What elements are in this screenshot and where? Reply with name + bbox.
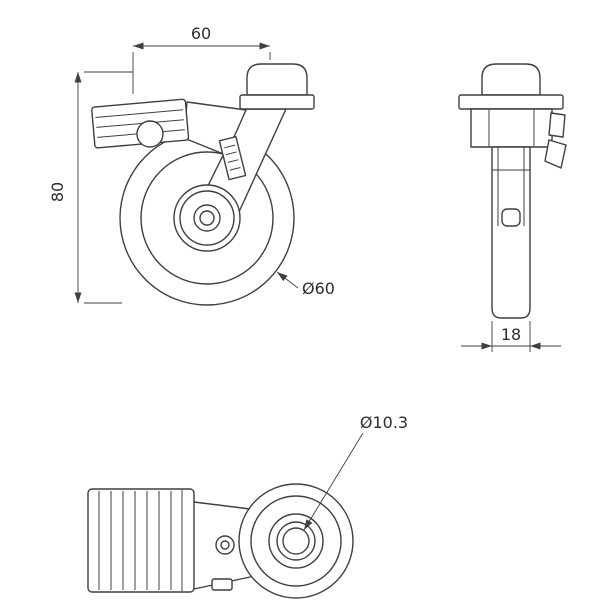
axle-hole-circle — [193, 204, 221, 232]
brake-pivot — [136, 120, 164, 148]
hub-inner-circle — [179, 190, 235, 246]
brake-lever-tab-upper — [548, 112, 566, 138]
bottom-brake-pedal — [87, 488, 195, 593]
side-fork-legs — [492, 147, 530, 226]
brake-lever-tab-lower — [544, 139, 567, 169]
swivel-ring-outer — [238, 483, 354, 599]
swivel-dome-cap — [246, 63, 308, 96]
brake-pedal — [91, 98, 190, 149]
swivel-flange — [239, 94, 315, 110]
dim-bolt-hole-label: Ø10.3 — [360, 413, 408, 432]
bottom-view — [87, 483, 354, 599]
dimension-top-width: 60 — [132, 24, 271, 94]
side-dome-cap — [481, 63, 541, 96]
side-wheel — [491, 146, 531, 319]
dimension-bolt-hole: Ø10.3 — [303, 413, 408, 531]
swivel-ring-4 — [276, 521, 316, 561]
side-view — [458, 63, 567, 319]
swivel-ring-3 — [268, 513, 324, 569]
label-sticker — [218, 135, 247, 181]
bottom-body-tab — [211, 578, 233, 591]
pedal-ribs — [98, 490, 183, 591]
side-flange — [458, 94, 564, 110]
dimension-overall-height: 80 — [48, 71, 133, 304]
dimension-wheel-diameter: Ø60 — [276, 271, 335, 298]
body-pivot-hole — [215, 535, 235, 555]
hub-outer-circle — [173, 184, 241, 252]
swivel-ring-2 — [250, 495, 342, 587]
dim-top-width-label: 60 — [191, 24, 211, 43]
dim-wheel-diameter-label: Ø60 — [302, 279, 335, 298]
side-brake-housing — [470, 108, 553, 148]
body-pivot-hole-inner — [220, 540, 230, 550]
dimension-wheel-width: 18 — [461, 321, 561, 352]
dim-wheel-width-label: 18 — [501, 325, 521, 344]
bolt-hole-circle — [282, 527, 310, 555]
side-axle-boss — [501, 208, 521, 227]
front-view — [91, 63, 315, 306]
wheel-tread-circle — [140, 151, 274, 285]
axle-bolt-circle — [199, 210, 215, 226]
side-housing-detail — [488, 109, 535, 147]
dim-overall-height-label: 80 — [48, 182, 67, 202]
